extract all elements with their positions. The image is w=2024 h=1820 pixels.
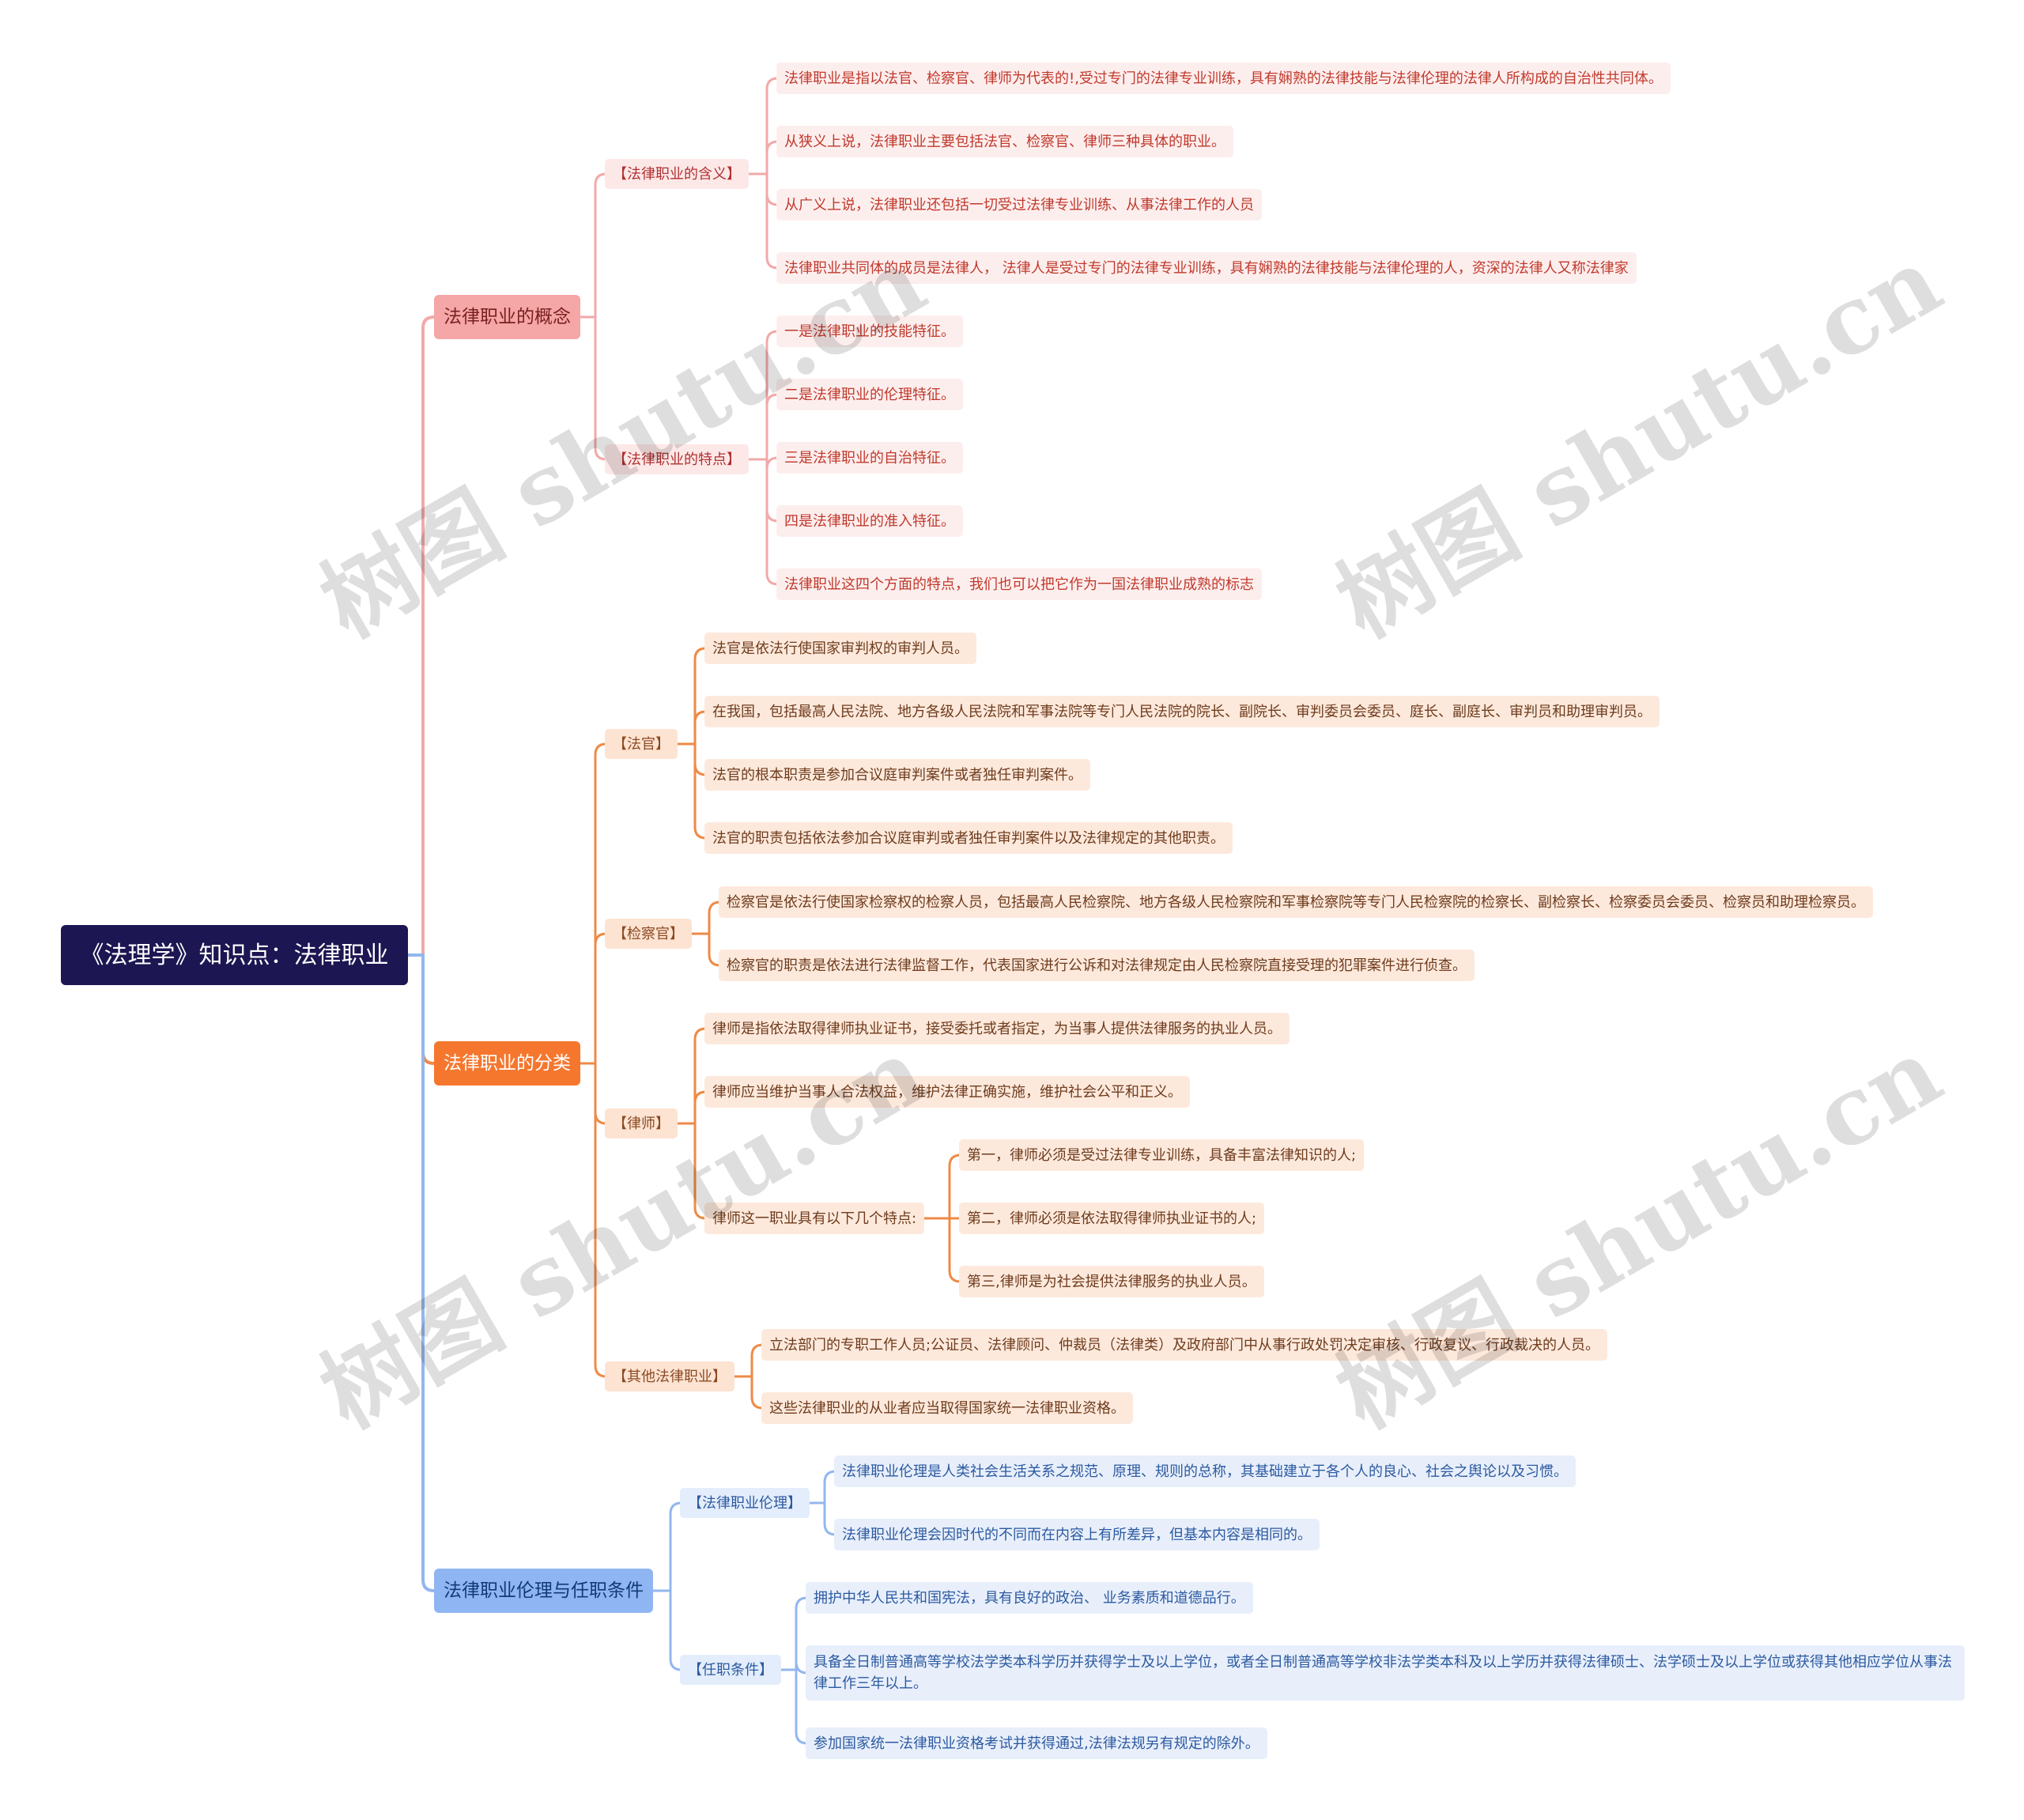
lawyer-trait-item[interactable]: 第一，律师必须是受过法律专业训练，具备丰富法律知识的人; [959,1139,1365,1171]
qualification-item[interactable]: 参加国家统一法律职业资格考试并获得通过,法律法规另有规定的除外。 [806,1727,1267,1759]
concept-feature-item[interactable]: 一是法律职业的技能特征。 [776,315,963,347]
concept-meaning-item[interactable]: 法律职业是指以法官、检察官、律师为代表的!,受过专门的法律专业训练，具有娴熟的法… [776,62,1671,94]
other-item[interactable]: 立法部门的专职工作人员;公证员、法律顾问、仲裁员（法律类）及政府部门中从事行政处… [761,1329,1608,1361]
ethics-ethic-node[interactable]: 【法律职业伦理】 [680,1488,810,1518]
ethic-item[interactable]: 法律职业伦理会因时代的不同而在内容上有所差异，但基本内容是相同的。 [834,1519,1320,1550]
judge-item[interactable]: 法官是依法行使国家审判权的审判人员。 [704,632,976,664]
judge-item[interactable]: 在我国，包括最高人民法院、地方各级人民法院和军事法院等专门人民法院的院长、副院长… [704,696,1660,727]
qualification-item[interactable]: 拥护中华人民共和国宪法，具有良好的政治、 业务素质和道德品行。 [806,1582,1253,1614]
connector-line [594,742,607,1065]
concept-feature-item[interactable]: 法律职业这四个方面的特点，我们也可以把它作为一国法律职业成熟的标志 [776,568,1262,600]
class-other-node[interactable]: 【其他法律职业】 [605,1361,734,1391]
lawyer-trait-item[interactable]: 第三,律师是为社会提供法律服务的执业人员。 [959,1266,1264,1297]
watermark: 树图 shutu.cn [1319,1016,1959,1449]
concept-meaning-item[interactable]: 法律职业共同体的成员是法律人， 法律人是受过专门的法律专业训练，具有娴熟的法律技… [776,252,1637,284]
concept-features-node[interactable]: 【法律职业的特点】 [605,444,749,474]
connector-line [693,1027,707,1125]
ethic-item[interactable]: 法律职业伦理是人类社会生活关系之规范、原理、规则的总称，其基础建立于各个人的良心… [834,1456,1576,1487]
connector-line [421,315,436,957]
concept-feature-item[interactable]: 二是法律职业的伦理特征。 [776,379,963,410]
connector-line [693,647,707,746]
root-topic[interactable]: 《法理学》知识点：法律职业 [61,925,408,985]
connector-line [765,77,779,176]
other-item[interactable]: 这些法律职业的从业者应当取得国家统一法律职业资格。 [761,1392,1133,1424]
class-prosecutor-node[interactable]: 【检察官】 [605,919,692,949]
concept-meaning-item[interactable]: 从广义上说，法律职业还包括一切受过法律专业训练、从事法律工作的人员 [776,189,1262,221]
concept-feature-item[interactable]: 三是法律职业的自治特征。 [776,442,963,474]
judge-item[interactable]: 法官的职责包括依法参加合议庭审判或者独任审判案件以及法律规定的其他职责。 [704,822,1233,854]
concept-feature-item[interactable]: 四是法律职业的准入特征。 [776,505,963,537]
connector-line [421,953,436,1065]
lawyer-trait-item[interactable]: 第二，律师必须是依法取得律师执业证书的人; [959,1203,1265,1234]
branch-ethics[interactable]: 法律职业伦理与任职条件 [434,1569,653,1613]
concept-meaning-item[interactable]: 从狭义上说，法律职业主要包括法官、检察官、律师三种具体的职业。 [776,126,1233,157]
class-lawyer-node[interactable]: 【律师】 [605,1108,678,1138]
lawyer-item[interactable]: 律师是指依法取得律师执业证书，接受委托或者指定，为当事人提供法律服务的执业人员。 [704,1013,1290,1044]
lawyer-item[interactable]: 律师应当维护当事人合法权益，维护法律正确实施，维护社会公平和正义。 [704,1076,1190,1108]
prosecutor-item[interactable]: 检察官是依法行使国家检察权的检察人员，包括最高人民检察院、地方各级人民检察院和军… [719,886,1873,918]
branch-concept[interactable]: 法律职业的概念 [434,295,580,339]
class-judge-node[interactable]: 【法官】 [605,729,678,759]
concept-meaning-node[interactable]: 【法律职业的含义】 [605,159,749,189]
branch-classification[interactable]: 法律职业的分类 [434,1041,580,1086]
ethics-qualification-node[interactable]: 【任职条件】 [680,1655,781,1685]
connector-line [594,315,607,461]
judge-item[interactable]: 法官的根本职责是参加合议庭审判案件或者独任审判案件。 [704,759,1090,791]
prosecutor-item[interactable]: 检察官的职责是依法进行法律监督工作，代表国家进行公诉和对法律规定由人民检察院直接… [719,950,1475,981]
connector-line [594,932,607,1065]
connector-line [594,172,607,319]
lawyer-traits-node[interactable]: 律师这一职业具有以下几个特点: [704,1203,925,1234]
connector-line [421,953,436,1592]
qualification-item[interactable]: 具备全日制普通高等学校法学类本科学历并获得学士及以上学位，或者全日制普通高等学校… [806,1645,1965,1701]
